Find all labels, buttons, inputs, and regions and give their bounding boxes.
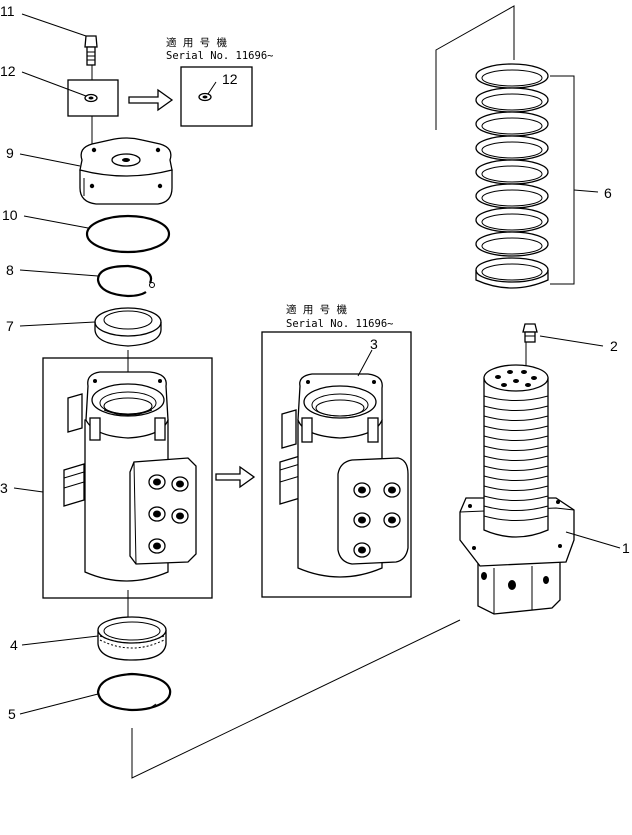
seal-ring xyxy=(475,63,549,89)
serial-note-jp-mid: 適 用 号 機 xyxy=(286,303,347,316)
seal-ring xyxy=(475,207,549,233)
shaft-groove xyxy=(483,445,549,451)
part-2-plug xyxy=(522,323,538,343)
shaft-groove xyxy=(483,515,549,521)
part-6-seal-stack xyxy=(475,63,549,289)
callout-3: 3 xyxy=(0,480,8,496)
assembly-guide-lines xyxy=(131,5,515,779)
part-1-rotor-shaft xyxy=(459,364,575,615)
part-9-cover xyxy=(79,137,173,205)
seal-ring xyxy=(475,135,549,161)
shaft-groove xyxy=(483,435,549,441)
part-3-body-right xyxy=(279,373,409,578)
shaft-groove xyxy=(483,455,549,461)
seal-ring xyxy=(475,183,549,209)
part-10-o-ring xyxy=(85,214,171,254)
part-3-body-left xyxy=(63,371,197,582)
callout-12: 12 xyxy=(0,63,16,79)
serial-change-arrow-mid xyxy=(215,465,256,489)
part-11-bolt xyxy=(84,35,98,66)
seal-ring xyxy=(475,257,549,289)
shaft-groove xyxy=(483,475,549,481)
part-5-snap-ring xyxy=(96,672,172,712)
callout-10: 10 xyxy=(2,207,18,223)
part-8-snap-ring xyxy=(96,264,155,298)
seal-ring xyxy=(475,159,549,185)
callout-3-serial: 3 xyxy=(370,336,378,352)
part-12-washer-box xyxy=(67,79,119,117)
serial-note-jp-top: 適 用 号 機 xyxy=(166,36,227,49)
part-7-seal-ring xyxy=(94,307,162,347)
callout-5: 5 xyxy=(8,706,16,722)
callout-11: 11 xyxy=(0,3,15,19)
callout-12-serial: 12 xyxy=(222,71,238,87)
serial-note-text-mid: Serial No. 11696~ xyxy=(286,318,393,330)
shaft-groove xyxy=(483,425,549,431)
serial-change-arrow-top xyxy=(128,88,174,112)
shaft-groove xyxy=(483,465,549,471)
callout-6: 6 xyxy=(604,185,612,201)
callout-4: 4 xyxy=(10,637,18,653)
callout-leaders xyxy=(13,13,373,715)
callout-8: 8 xyxy=(6,262,14,278)
shaft-groove xyxy=(483,405,549,411)
shaft-groove xyxy=(483,395,549,401)
callout-9: 9 xyxy=(6,145,14,161)
shaft-groove xyxy=(483,485,549,491)
callout-7: 7 xyxy=(6,318,14,334)
seal-ring xyxy=(475,111,549,137)
callout-2: 2 xyxy=(610,338,618,354)
shaft-groove xyxy=(483,495,549,501)
shaft-groove xyxy=(483,415,549,421)
seal-ring xyxy=(475,87,549,113)
serial-note-text-top: Serial No. 11696~ xyxy=(166,50,273,62)
serial-note-box-mid: 適 用 号 機 Serial No. 11696~ xyxy=(261,303,412,598)
shaft-groove xyxy=(483,505,549,511)
part-6-bracket xyxy=(550,75,599,285)
seal-ring xyxy=(475,231,549,257)
callout-1: 1 xyxy=(622,540,630,556)
serial-note-box-top: 適 用 号 機 Serial No. 11696~ xyxy=(166,36,273,127)
part-4-bushing xyxy=(97,616,167,661)
